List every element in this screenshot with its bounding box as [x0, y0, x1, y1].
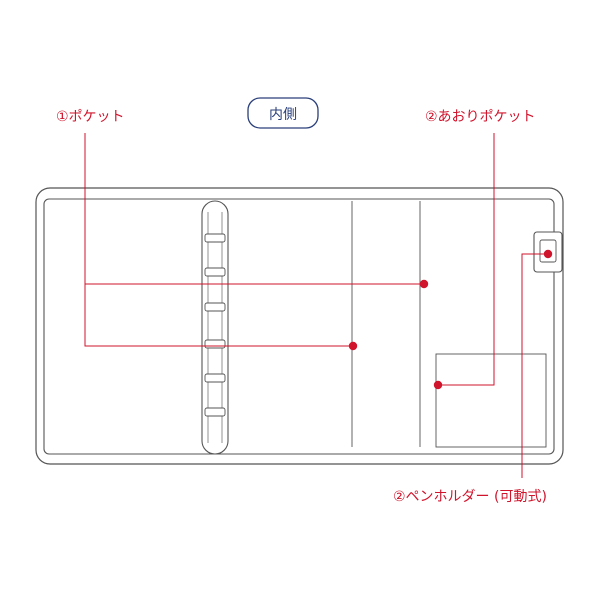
title-text: 内側 [269, 107, 297, 123]
ring-1 [204, 233, 226, 243]
ring-2 [204, 267, 226, 277]
leader-pen-holder [521, 253, 548, 478]
ring-6 [204, 407, 226, 417]
ring-4 [204, 339, 226, 349]
ring-3 [204, 302, 226, 312]
title-badge: 内側 [247, 97, 319, 129]
leader-lines [84, 133, 548, 478]
marker-pocket-lower [348, 341, 358, 351]
leader-flap-pocket [438, 133, 495, 386]
spine-outline [201, 200, 229, 455]
ring-spine [201, 200, 229, 455]
binder-inner [43, 198, 555, 455]
marker-pocket-upper [419, 279, 429, 289]
label-pocket: ①ポケット [56, 109, 125, 125]
ring-5 [204, 373, 226, 383]
flap-pocket-outline [435, 353, 547, 448]
marker-flap-pocket [433, 380, 443, 390]
marker-pen-holder [543, 249, 553, 259]
title-border [247, 97, 319, 129]
label-pen-holder: ②ペンホルダー (可動式) [393, 489, 547, 505]
leader-pocket-lower [84, 284, 353, 347]
label-flap-pocket: ②あおりポケット [425, 109, 536, 125]
